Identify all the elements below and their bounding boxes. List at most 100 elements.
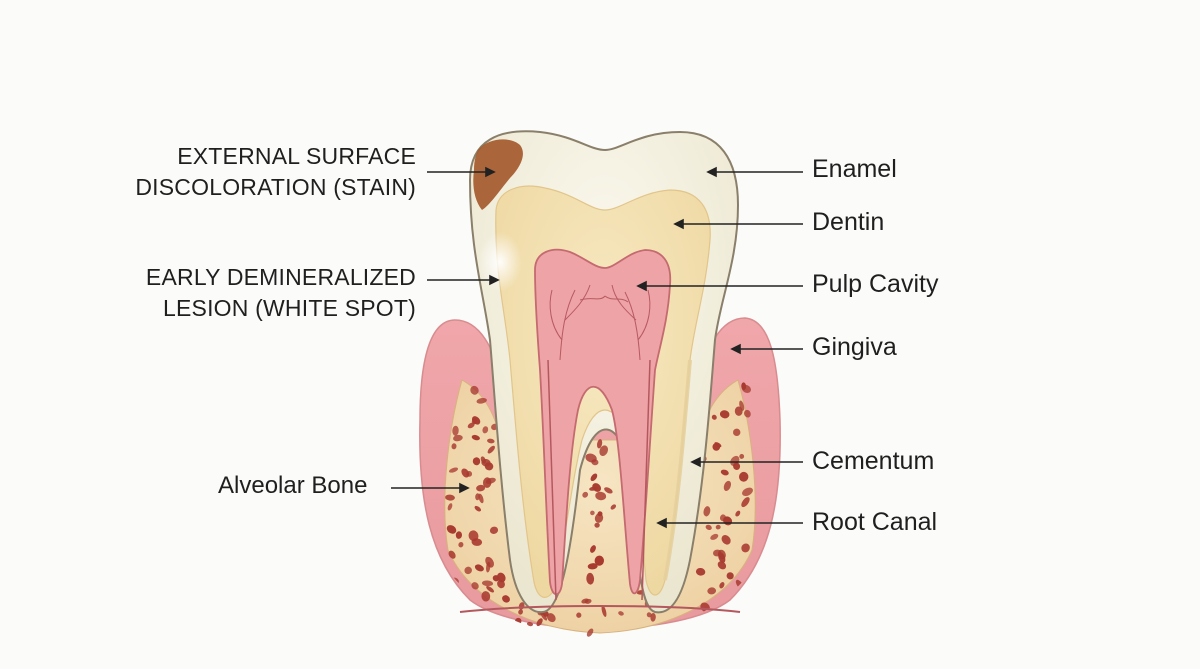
bone-pore bbox=[447, 503, 453, 511]
bone-pore bbox=[448, 550, 456, 559]
bone-pore bbox=[596, 439, 603, 449]
bone-pore bbox=[487, 445, 495, 454]
bone-pore bbox=[576, 612, 582, 618]
bone-pore bbox=[744, 409, 751, 418]
pulp-cavity-shape bbox=[534, 248, 672, 596]
bone-pore bbox=[487, 438, 495, 444]
label-white-spot: EARLY DEMINERALIZED LESION (WHITE SPOT) bbox=[146, 262, 416, 324]
bone-pore bbox=[482, 426, 489, 434]
bone-pore bbox=[733, 428, 741, 436]
bone-pore bbox=[485, 477, 496, 484]
bone-pore bbox=[461, 468, 470, 478]
bone-pore bbox=[719, 582, 725, 589]
bone-pore bbox=[445, 494, 455, 501]
bone-pore bbox=[448, 467, 459, 473]
bone-pore bbox=[702, 621, 713, 633]
bone-pore bbox=[599, 445, 609, 457]
label-gingiva: Gingiva bbox=[812, 333, 897, 361]
label-dentin: Dentin bbox=[812, 208, 885, 236]
bone-pore bbox=[467, 422, 475, 429]
bone-pore bbox=[458, 542, 464, 548]
leader-lines bbox=[391, 166, 803, 529]
bone-pore bbox=[447, 625, 455, 634]
root-canal-right bbox=[641, 359, 651, 601]
label-pulp-cavity: Pulp Cavity bbox=[812, 270, 939, 298]
label-enamel: Enamel bbox=[812, 155, 897, 183]
bone-pore bbox=[695, 567, 706, 576]
bone-pore bbox=[604, 487, 613, 494]
bone-pore bbox=[742, 487, 753, 497]
cementum-line bbox=[663, 359, 692, 581]
bone-pore bbox=[586, 572, 595, 585]
bone-pore bbox=[705, 524, 712, 531]
bone-pore bbox=[739, 453, 745, 459]
bone-pore bbox=[480, 456, 486, 464]
bone-pore bbox=[446, 525, 457, 534]
bone-pore bbox=[455, 531, 463, 539]
white-spot-lesion bbox=[478, 232, 522, 292]
label-external-stain-line1: EXTERNAL SURFACE bbox=[177, 143, 416, 169]
bone-pore bbox=[476, 484, 486, 492]
bone-pore bbox=[594, 555, 605, 566]
bone-pore bbox=[536, 618, 543, 627]
bone-pore bbox=[476, 397, 487, 404]
bone-pore bbox=[595, 491, 607, 501]
bone-pore bbox=[726, 572, 734, 580]
bone-pore bbox=[695, 626, 702, 636]
bone-pore bbox=[741, 543, 750, 553]
bone-pore bbox=[546, 613, 556, 623]
bone-pore bbox=[471, 434, 480, 441]
bone-pore bbox=[526, 622, 534, 627]
bone-pore bbox=[489, 526, 499, 534]
bone-pore bbox=[732, 602, 740, 608]
label-alveolar-bone: Alveolar Bone bbox=[218, 472, 368, 499]
bone-pore bbox=[471, 418, 478, 424]
bone-pore bbox=[452, 425, 459, 436]
bone-pore bbox=[741, 384, 751, 393]
bone-pore bbox=[451, 443, 457, 450]
bone-pore bbox=[707, 587, 717, 595]
bone-pore bbox=[703, 506, 711, 517]
bone-pore bbox=[585, 453, 597, 463]
bone-pore bbox=[718, 552, 726, 563]
root-canal-left bbox=[547, 359, 557, 601]
bone-pore bbox=[610, 504, 616, 510]
bone-pore bbox=[592, 483, 602, 492]
bone-pore bbox=[711, 414, 717, 420]
label-external-stain: EXTERNAL SURFACE DISCOLORATION (STAIN) bbox=[135, 141, 416, 203]
bone-pore bbox=[730, 455, 740, 466]
bone-pore bbox=[590, 510, 595, 516]
bone-pore bbox=[720, 469, 729, 476]
bone-pore bbox=[481, 580, 494, 587]
bone-pore bbox=[498, 627, 504, 636]
bone-pore bbox=[518, 609, 523, 615]
bone-pore bbox=[597, 511, 603, 517]
bone-pore bbox=[455, 614, 463, 624]
bone-pore bbox=[650, 613, 656, 622]
bone-pore bbox=[474, 505, 482, 512]
bone-pore bbox=[472, 457, 481, 466]
bone-pore bbox=[646, 612, 652, 618]
bone-pore bbox=[590, 545, 596, 553]
bone-pore bbox=[601, 605, 607, 617]
bone-pore bbox=[586, 628, 594, 637]
bone-pore bbox=[717, 561, 727, 570]
bone-pore bbox=[464, 566, 472, 575]
label-external-stain-line2: DISCOLORATION (STAIN) bbox=[135, 174, 416, 200]
bone-pore bbox=[712, 443, 721, 451]
bone-pore bbox=[486, 585, 495, 593]
bone-pore bbox=[584, 598, 592, 604]
bone-pores bbox=[445, 380, 753, 637]
bone-pore bbox=[618, 611, 624, 616]
bone-pore bbox=[590, 473, 598, 482]
bone-pore bbox=[450, 594, 462, 604]
bone-pore bbox=[502, 595, 510, 603]
bone-pore bbox=[481, 591, 491, 602]
bone-pore bbox=[719, 410, 730, 419]
external-stain bbox=[473, 139, 523, 210]
bone-pore bbox=[738, 471, 749, 482]
bone-pore bbox=[721, 535, 731, 545]
label-cementum: Cementum bbox=[812, 447, 935, 475]
bone-pore bbox=[741, 497, 750, 508]
